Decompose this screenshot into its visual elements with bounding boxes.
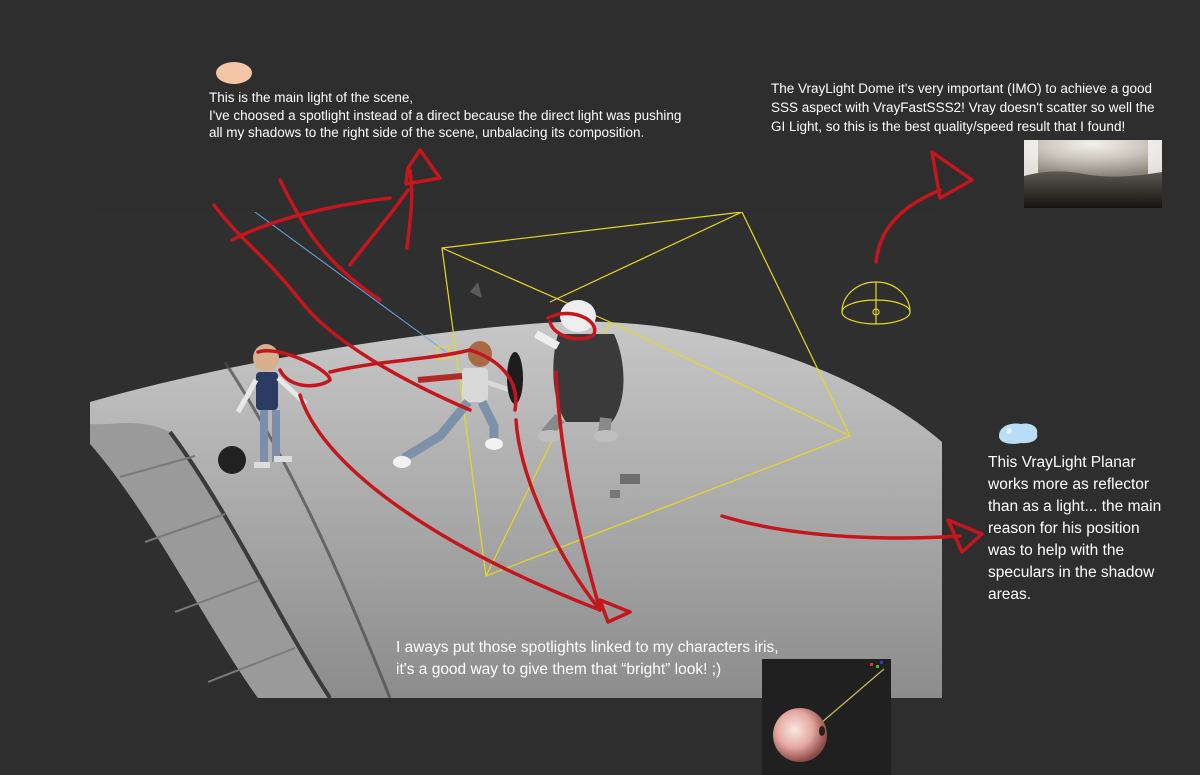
planar-light-note: This VrayLight Planar works more as refl… — [988, 452, 1188, 606]
iris-eye-thumbnail — [762, 659, 891, 775]
dome-light-gizmo — [841, 281, 911, 325]
main-light-note: This is the main light of the scene, I'v… — [209, 89, 729, 142]
note-line: I aways put those spotlights linked to m… — [396, 639, 779, 656]
note-line: works more as reflector — [988, 476, 1150, 493]
note-line: I've choosed a spotlight instead of a di… — [209, 107, 682, 123]
peach-blob-icon — [216, 62, 252, 84]
note-line: The VrayLight Dome it's very important (… — [771, 81, 1152, 96]
note-line: than as a light... the main — [988, 498, 1162, 515]
note-line: it's a good way to give them that “brigh… — [396, 661, 722, 678]
note-line: SSS aspect with VrayFastSSS2! Vray doesn… — [771, 100, 1155, 115]
3d-viewport[interactable] — [90, 212, 942, 698]
note-line: GI Light, so this is the best quality/sp… — [771, 119, 1126, 134]
note-line: reason for his position — [988, 520, 1140, 537]
sidewalk — [90, 423, 330, 698]
note-line: was to help with the — [988, 542, 1125, 559]
dome-light-note: The VrayLight Dome it's very important (… — [771, 79, 1191, 136]
light-blue-blob-icon — [999, 423, 1038, 444]
note-line: all my shadows to the right side of the … — [209, 125, 645, 140]
iris-lights-note: I aways put those spotlights linked to m… — [396, 637, 866, 681]
note-line: areas. — [988, 586, 1032, 603]
note-line: speculars in the shadow — [988, 564, 1155, 581]
note-line: This is the main light of the scene, — [209, 90, 414, 105]
hdr-dome-thumbnail — [1024, 140, 1162, 208]
note-line: This VrayLight Planar — [988, 454, 1136, 471]
